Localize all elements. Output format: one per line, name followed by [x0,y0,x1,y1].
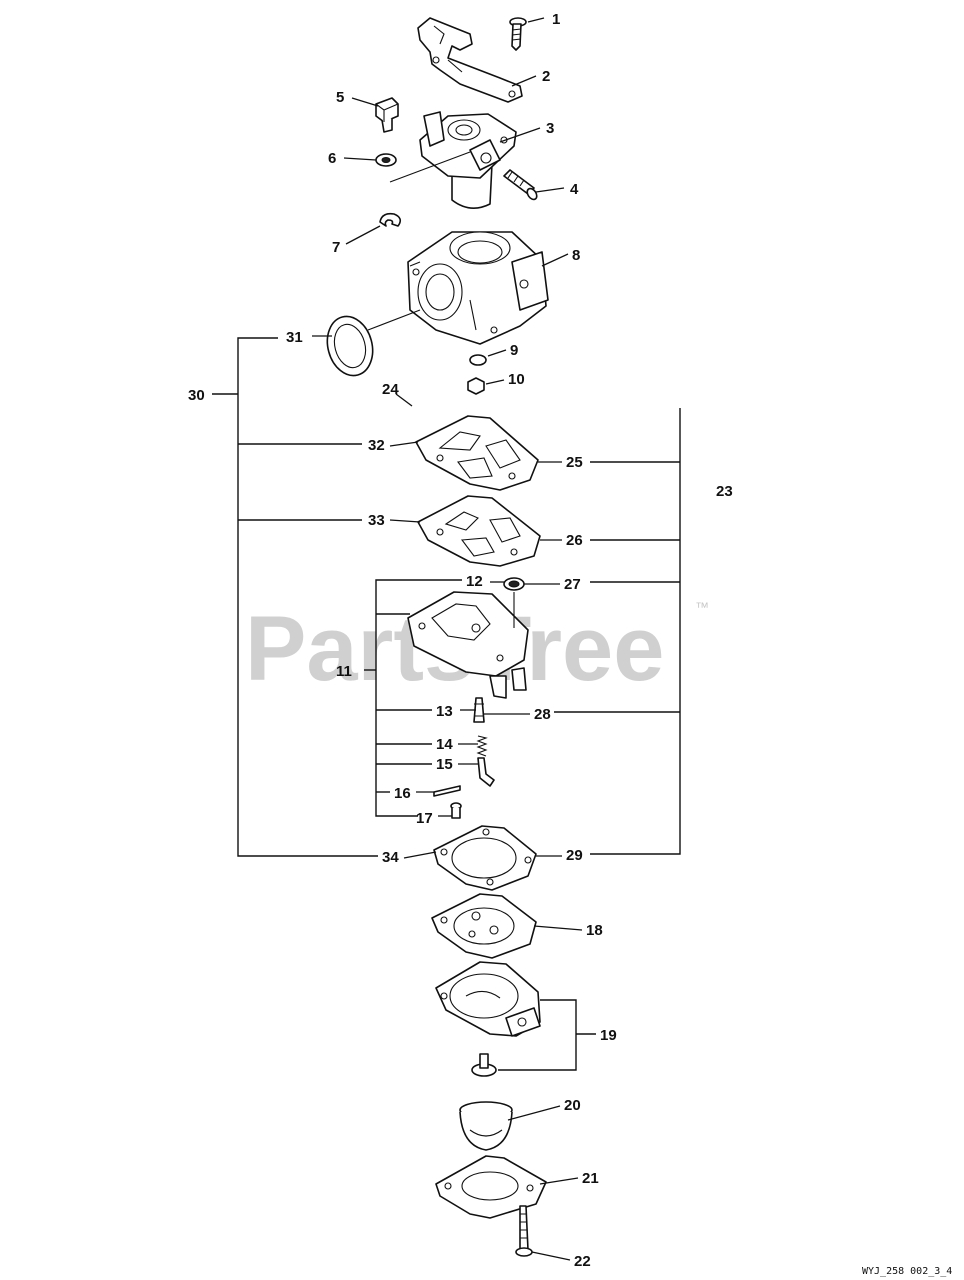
part-26-diaphragm [417,495,541,567]
part-1-screw [509,17,527,51]
part-12-metering-body [407,591,529,699]
callout-32: 32 [368,437,385,454]
callout-labels: 1 2 3 4 5 6 7 8 9 10 11 12 13 14 15 16 1… [188,11,733,1270]
watermark-trademark: ™ [695,599,709,615]
callout-21: 21 [582,1170,599,1187]
part-20-primer-bulb [459,1101,513,1151]
part-14-spring [476,735,488,757]
callout-24: 24 [382,381,399,398]
callout-25: 25 [566,454,583,471]
callout-13: 13 [436,703,453,720]
part-10-plug [467,377,485,395]
part-21-bulb-retainer [435,1155,547,1219]
callout-18: 18 [586,922,603,939]
part-6-washer [375,153,397,167]
callout-8: 8 [572,247,580,264]
part-5-adjuster-screw [375,97,399,133]
drawing-code: WYJ_258 002_3_4 [862,1266,952,1277]
callout-31: 31 [286,329,303,346]
callout-12: 12 [466,573,483,590]
part-7-clip [379,212,402,227]
part-17-screw [450,802,462,819]
callout-3: 3 [546,120,554,137]
part-15-lever [477,757,495,787]
callout-27: 27 [564,576,581,593]
callout-7: 7 [332,239,340,256]
callout-19: 19 [600,1027,617,1044]
leader-lines [312,17,583,1261]
part-8-carburetor-body [407,231,549,345]
callout-6: 6 [328,150,336,167]
callout-4: 4 [570,181,579,198]
callout-20: 20 [564,1097,581,1114]
callout-30: 30 [188,387,205,404]
bracket-11 [364,579,462,817]
callout-33: 33 [368,512,385,529]
part-13-needle [473,697,485,723]
part-25-gasket [415,415,539,491]
callout-9: 9 [510,342,518,359]
callout-16: 16 [394,785,411,802]
callout-11: 11 [336,663,352,680]
part-27-washer [503,577,525,591]
callout-26: 26 [566,532,583,549]
callout-5: 5 [336,89,344,106]
part-18-pump-plate [431,893,537,959]
bracket-30 [212,337,378,857]
callout-2: 2 [542,68,550,85]
part-3-throttle-body [389,111,517,209]
callout-17: 17 [416,810,433,827]
callout-10: 10 [508,371,525,388]
callout-28: 28 [534,706,551,723]
callout-15: 15 [436,756,453,773]
callout-29: 29 [566,847,583,864]
callout-22: 22 [574,1253,591,1270]
part-29-gasket [433,825,537,891]
bracket-19 [498,999,596,1071]
callout-14: 14 [436,736,453,753]
callout-23: 23 [716,483,733,500]
part-4-screw [503,169,538,201]
part-16-pin [433,785,461,797]
callout-1: 1 [552,11,560,28]
part-19-pump-cover [435,961,541,1077]
part-2-lever-bracket [417,17,523,103]
part-9-o-ring [469,354,487,366]
callout-34: 34 [382,849,399,866]
bracket-23 [554,408,681,855]
part-31-seal-ring [326,309,421,377]
part-22-long-screw [515,1205,533,1257]
